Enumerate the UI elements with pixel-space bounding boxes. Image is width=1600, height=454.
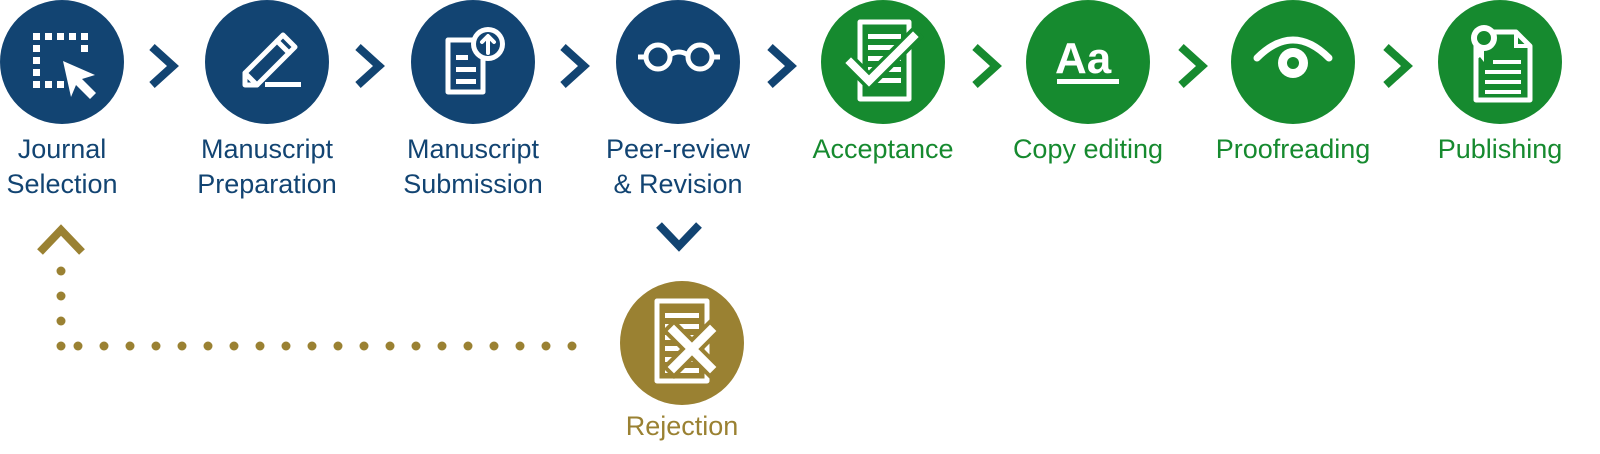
chevron-right-icon xyxy=(767,44,797,88)
chevron-right-icon xyxy=(355,44,385,88)
rejection-circle xyxy=(620,281,744,405)
step-label: Publishing xyxy=(1437,134,1563,164)
eye-icon xyxy=(1253,36,1333,78)
chevron-right-icon xyxy=(1178,44,1208,88)
step-label: Manuscript Submission xyxy=(403,134,543,199)
step-label: Proofreading xyxy=(1215,134,1371,164)
step-label: Manuscript Preparation xyxy=(197,134,337,199)
step-label: Copy editing xyxy=(1012,134,1164,164)
step-circle xyxy=(1438,0,1562,124)
chevron-right-icon xyxy=(972,44,1002,88)
text-aa-icon: Aa xyxy=(1055,34,1119,84)
document-cross-icon xyxy=(654,298,723,384)
dotted-connector xyxy=(56,266,577,351)
step-circle xyxy=(0,0,124,124)
step-label: Acceptance xyxy=(812,134,954,164)
chevron-down-icon xyxy=(656,222,702,252)
step-circle xyxy=(616,0,740,124)
step-circle xyxy=(1231,0,1355,124)
chevron-up-icon xyxy=(37,224,85,255)
step-label: Peer-review & Revision xyxy=(605,134,751,199)
svg-text:Aa: Aa xyxy=(1055,34,1112,83)
step-label: Journal Selection xyxy=(6,134,118,199)
document-upload-icon xyxy=(445,27,505,95)
step-circle xyxy=(205,0,329,124)
certificate-document-icon xyxy=(1471,25,1533,103)
chevron-right-icon xyxy=(149,44,179,88)
glasses-icon xyxy=(638,42,720,72)
chevron-right-icon xyxy=(1383,44,1413,88)
step-circle xyxy=(411,0,535,124)
chevron-right-icon xyxy=(560,44,590,88)
step-circle: Aa xyxy=(1026,0,1150,124)
document-check-icon xyxy=(840,19,924,102)
pencil-icon xyxy=(242,32,301,88)
selection-cursor-icon xyxy=(33,33,96,99)
rejection-label: Rejection xyxy=(625,411,739,441)
step-circle xyxy=(821,0,945,124)
